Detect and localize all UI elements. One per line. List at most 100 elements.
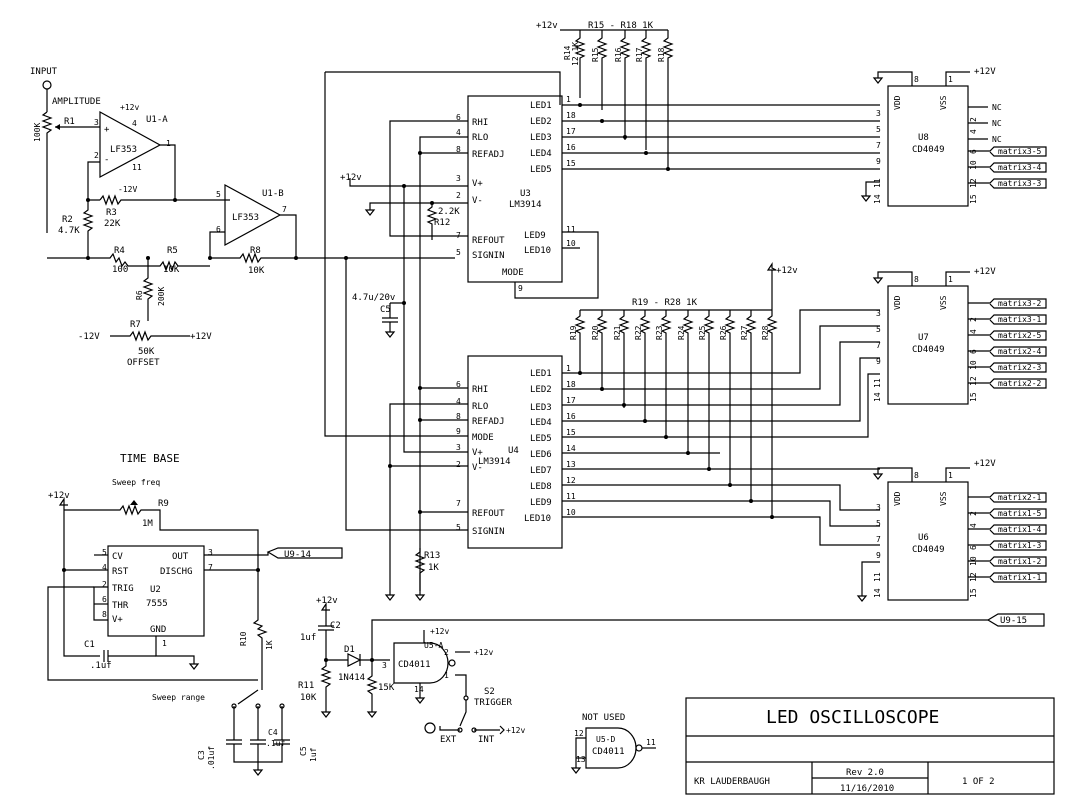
svg-text:5: 5	[876, 325, 881, 334]
svg-text:3: 3	[876, 109, 881, 118]
svg-text:CD4049: CD4049	[912, 145, 945, 155]
svg-text:LED7: LED7	[530, 466, 552, 476]
svg-text:8: 8	[914, 471, 919, 480]
svg-text:2.2K: 2.2K	[438, 207, 460, 217]
svg-text:13: 13	[576, 755, 586, 764]
svg-text:LM3914: LM3914	[478, 457, 511, 467]
svg-text:7: 7	[876, 341, 881, 350]
svg-text:16: 16	[566, 143, 576, 152]
r3-resistor	[99, 194, 175, 206]
svg-text:7: 7	[282, 205, 287, 214]
svg-text:C5: C5	[299, 746, 308, 756]
svg-text:11: 11	[566, 225, 576, 234]
svg-text:MODE: MODE	[472, 433, 494, 443]
r4-r5-resistors	[47, 252, 210, 272]
sheet-number: 1 OF 2	[962, 777, 995, 787]
svg-text:R12: R12	[434, 218, 450, 228]
svg-text:Sweep freq: Sweep freq	[112, 478, 160, 487]
svg-text:5: 5	[876, 125, 881, 134]
r14-value: 12.1K	[571, 42, 580, 66]
svg-text:7: 7	[208, 563, 213, 572]
svg-text:matrix2-3: matrix2-3	[998, 363, 1042, 372]
svg-text:1M: 1M	[142, 519, 153, 529]
svg-text:4.7u/20v: 4.7u/20v	[352, 293, 395, 303]
svg-text:LF353: LF353	[232, 213, 259, 223]
cd4049-u6: VDD VSS U6 CD4049 8 1 +12V 3 5 7 9 11 14…	[856, 459, 1047, 602]
svg-text:12: 12	[969, 376, 978, 386]
svg-text:matrix1-3: matrix1-3	[998, 541, 1042, 550]
svg-text:TRIG: TRIG	[112, 584, 134, 594]
svg-text:4: 4	[456, 128, 461, 137]
r9-resistor	[64, 504, 259, 540]
svg-text:REFOUT: REFOUT	[472, 236, 505, 246]
svg-text:2: 2	[102, 580, 107, 589]
svg-text:LED3: LED3	[530, 133, 552, 143]
svg-text:+12v: +12v	[776, 266, 798, 276]
svg-text:matrix2-5: matrix2-5	[998, 331, 1042, 340]
u3-lm3914: U3 LM3914 RHI RLO REFADJ V+ V- REFOUT SI…	[324, 71, 880, 595]
svg-text:LED3: LED3	[530, 403, 552, 413]
svg-text:RLO: RLO	[472, 402, 488, 412]
svg-text:VDD: VDD	[893, 295, 902, 310]
svg-text:.1uf: .1uf	[90, 661, 112, 671]
svg-text:+: +	[104, 125, 110, 135]
svg-text:3: 3	[94, 118, 99, 127]
svg-text:+12v: +12v	[48, 491, 70, 501]
u1a-vplus: +12v	[120, 103, 139, 112]
svg-text:6: 6	[102, 595, 107, 604]
svg-text:THR: THR	[112, 601, 129, 611]
svg-text:R6: R6	[135, 290, 144, 300]
svg-text:10: 10	[566, 508, 576, 517]
svg-text:9: 9	[518, 284, 523, 293]
svg-text:OUT: OUT	[172, 552, 189, 562]
svg-text:9: 9	[876, 157, 881, 166]
svg-text:LED9: LED9	[524, 231, 546, 241]
svg-text:R25: R25	[698, 325, 707, 340]
svg-text:R8: R8	[250, 246, 261, 256]
u5a-nand	[393, 642, 449, 684]
svg-text:9: 9	[456, 427, 461, 436]
svg-text:10K: 10K	[163, 265, 180, 275]
svg-text:11: 11	[873, 378, 882, 388]
svg-text:U5-A: U5-A	[424, 641, 443, 650]
mid-resistor-bank: R19 - R28 1K +12v R19 R20 R21 R22 R23 R2…	[562, 262, 880, 546]
svg-text:17: 17	[566, 127, 576, 136]
r17-label: R17	[635, 47, 644, 62]
svg-text:1: 1	[166, 139, 171, 148]
svg-text:C2: C2	[330, 621, 341, 631]
svg-text:+12V: +12V	[974, 67, 996, 77]
svg-text:EXT: EXT	[440, 735, 457, 745]
svg-text:14: 14	[873, 392, 882, 402]
svg-text:TRIGGER: TRIGGER	[474, 698, 513, 708]
svg-text:NC: NC	[992, 119, 1002, 128]
svg-text:U2: U2	[150, 585, 161, 595]
u9-15-connector	[986, 613, 1045, 627]
svg-text:6: 6	[456, 113, 461, 122]
r14-label: R14	[563, 45, 572, 60]
svg-text:100: 100	[112, 265, 128, 275]
svg-text:3: 3	[208, 548, 213, 557]
svg-text:-12V: -12V	[78, 332, 100, 342]
svg-text:R28: R28	[761, 325, 770, 340]
svg-text:6: 6	[456, 380, 461, 389]
svg-text:NC: NC	[992, 135, 1002, 144]
svg-text:10K: 10K	[300, 693, 317, 703]
svg-text:R2: R2	[62, 215, 73, 225]
r12-resistor	[426, 203, 438, 240]
svg-text:7: 7	[456, 499, 461, 508]
svg-text:1uf: 1uf	[300, 633, 316, 643]
svg-text:REFADJ: REFADJ	[472, 417, 505, 427]
svg-text:4: 4	[969, 523, 978, 528]
svg-text:MODE: MODE	[502, 268, 524, 278]
svg-text:VSS: VSS	[939, 491, 948, 506]
svg-text:R11: R11	[298, 681, 314, 691]
svg-text:LED10: LED10	[524, 514, 551, 524]
svg-text:2: 2	[94, 151, 99, 160]
trigger-stage: +12v C2 1uf R11 10K D1 1N414 15K U9-15 U…	[298, 596, 1045, 745]
svg-text:matrix1-5: matrix1-5	[998, 509, 1042, 518]
svg-text:R13: R13	[424, 551, 440, 561]
u1a-opamp	[99, 110, 162, 178]
svg-text:5: 5	[456, 523, 461, 532]
svg-text:SIGNIN: SIGNIN	[472, 251, 505, 261]
